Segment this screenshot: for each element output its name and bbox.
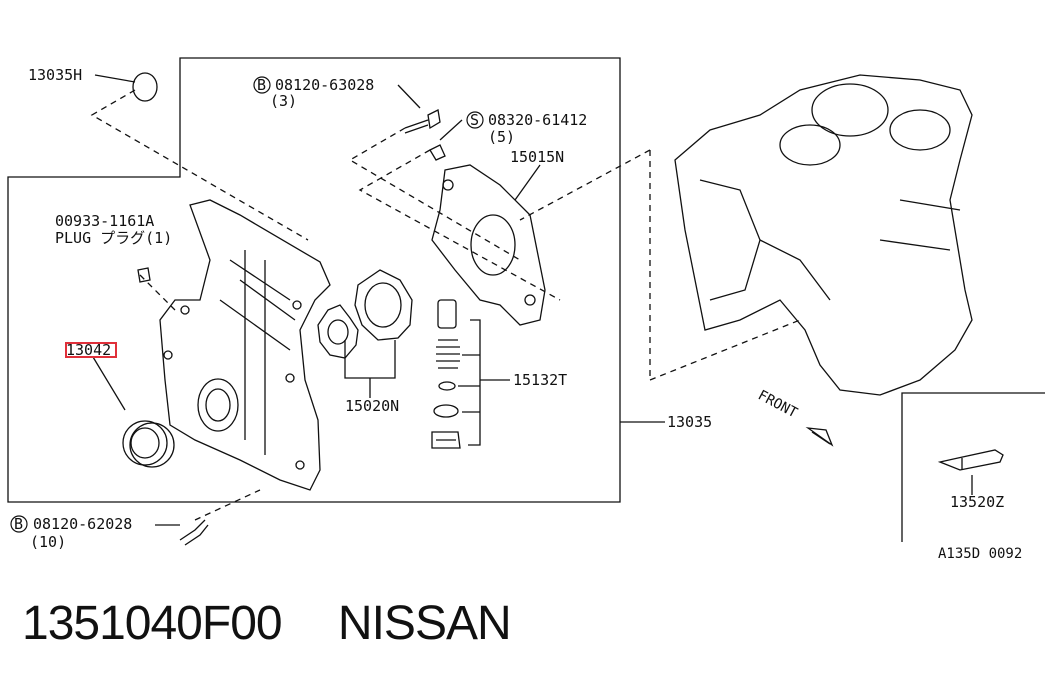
diagram-code: A135D 0092 (938, 546, 1022, 562)
label-bolt-bottom: 08120-62028 (33, 515, 132, 533)
label-bolt-bottom-qty: (10) (30, 533, 66, 551)
marker-b-top: B (257, 76, 266, 94)
label-bolt-b: 08120-63028 (275, 76, 374, 94)
front-arrow-label: FRONT (755, 387, 800, 421)
label-13035h: 13035H (28, 66, 82, 84)
label-15020n: 15020N (345, 397, 399, 415)
frame-outline (7, 57, 621, 503)
footer: 1351040F00 NISSAN (22, 596, 512, 651)
dashed-guides (90, 89, 801, 521)
marker-b-bottom: B (14, 515, 23, 533)
label-plug-number: 00933-1161A (55, 212, 154, 230)
brand-name: NISSAN (337, 597, 512, 650)
label-15132t: 15132T (513, 371, 567, 389)
marker-s: S (470, 111, 479, 129)
label-15015n: 15015N (510, 148, 564, 166)
highlight-box (65, 342, 117, 358)
label-bolt-b-qty: (3) (270, 92, 297, 110)
label-plug-name: PLUG プラグ(1) (55, 229, 172, 247)
label-13520z: 13520Z (950, 493, 1004, 511)
label-screw-s-qty: (5) (488, 128, 515, 146)
label-13042: 13042 (66, 341, 111, 359)
inset-frame (901, 392, 1045, 542)
part-number: 1351040F00 (22, 597, 283, 650)
label-screw-s: 08320-61412 (488, 111, 587, 129)
label-13035: 13035 (667, 413, 712, 431)
